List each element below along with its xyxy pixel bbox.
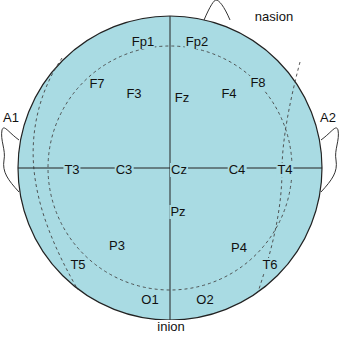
electrode-label: F7	[88, 77, 105, 91]
left-ear	[2, 128, 19, 192]
ear-label: A2	[319, 111, 337, 125]
electrode-label: T4	[276, 163, 293, 177]
electrode-label: O1	[140, 293, 159, 307]
electrode-label: P3	[108, 239, 126, 253]
electrode-label: T5	[69, 258, 86, 272]
ear-label: A1	[2, 111, 20, 125]
landmark-label: inion	[156, 320, 185, 334]
right-ear	[321, 128, 338, 192]
electrode-label: F3	[125, 87, 142, 101]
electrode-label: T6	[261, 258, 278, 272]
electrode-label: Pz	[169, 205, 186, 219]
electrode-label: Fp1	[131, 35, 155, 49]
head-circle	[18, 16, 322, 320]
electrode-label: T3	[63, 163, 80, 177]
electrode-label: F4	[220, 87, 237, 101]
electrode-label: Cz	[170, 163, 188, 177]
electrode-label: Fz	[174, 91, 190, 105]
electrode-label: F8	[249, 76, 266, 90]
electrode-label: C3	[115, 163, 134, 177]
electrode-label: Fp2	[185, 35, 209, 49]
landmark-label: nasion	[254, 10, 294, 24]
right-dashed-arc	[258, 62, 300, 292]
electrode-label: P4	[230, 241, 248, 255]
electrode-label: C4	[228, 163, 247, 177]
nose-outline	[204, 0, 230, 20]
electrode-label: O2	[195, 293, 214, 307]
